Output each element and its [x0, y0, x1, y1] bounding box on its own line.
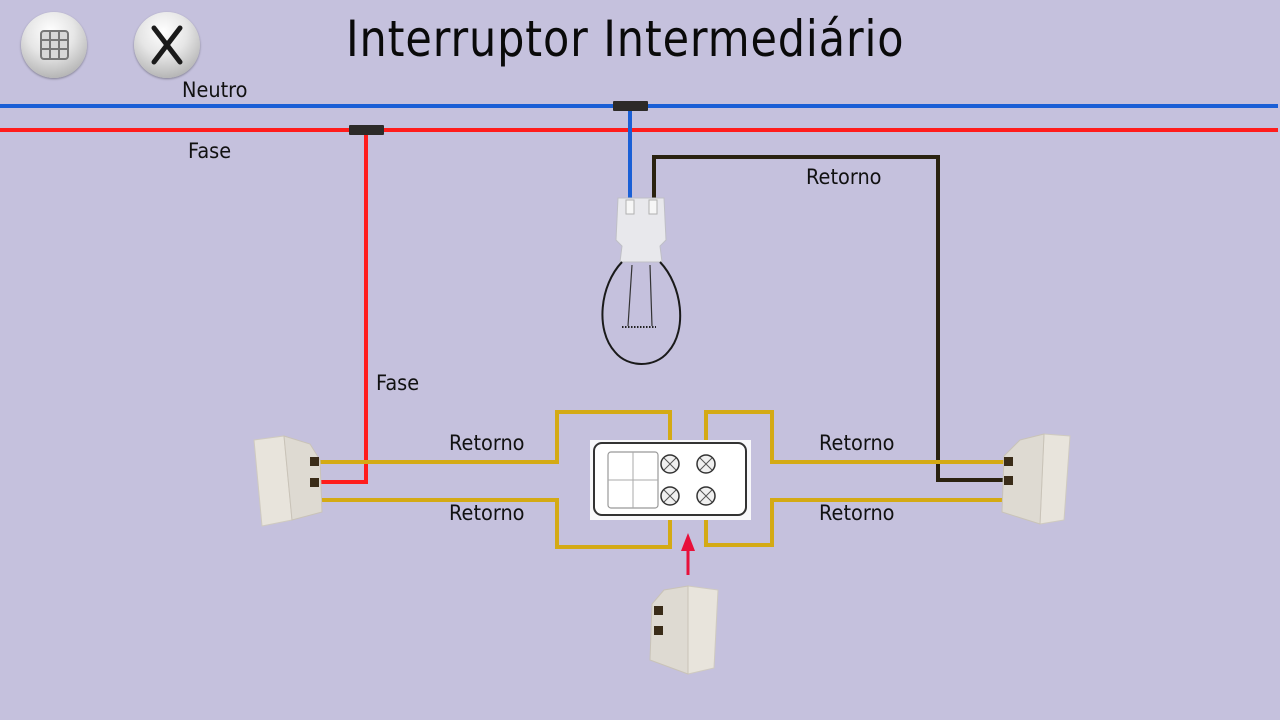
lamp-icon: [601, 197, 682, 365]
return-wire-left-bottom: [320, 498, 672, 549]
label-neutro: Neutro: [182, 78, 248, 102]
return-wire-right-bottom: [704, 498, 1008, 547]
label-retorno-right-top: Retorno: [819, 431, 895, 455]
neutral-connector: [613, 101, 648, 111]
arrow-up-icon: [681, 533, 695, 575]
grid-icon: [40, 30, 69, 60]
menu-button[interactable]: [21, 12, 87, 78]
page-title: Interruptor Intermediário: [346, 10, 905, 68]
phase-drop-wire: [318, 130, 368, 484]
phase-connector: [349, 125, 384, 135]
return-wire-right-top: [704, 410, 1008, 464]
lamp-return-wire: [652, 155, 1008, 482]
intermediate-switch-icon: [649, 585, 719, 675]
label-retorno-lamp: Retorno: [806, 165, 882, 189]
left-switch-icon: [253, 435, 323, 527]
label-retorno-left-top: Retorno: [449, 431, 525, 455]
label-fase-vertical: Fase: [376, 371, 420, 395]
label-retorno-left-bottom: Retorno: [449, 501, 525, 525]
close-button[interactable]: [134, 12, 200, 78]
label-fase-top: Fase: [188, 139, 232, 163]
right-switch-icon: [1001, 433, 1071, 525]
return-wire-left-top: [320, 410, 672, 464]
intermediate-module-icon: [590, 440, 751, 520]
label-retorno-right-bottom: Retorno: [819, 501, 895, 525]
close-x-icon: [151, 25, 183, 65]
